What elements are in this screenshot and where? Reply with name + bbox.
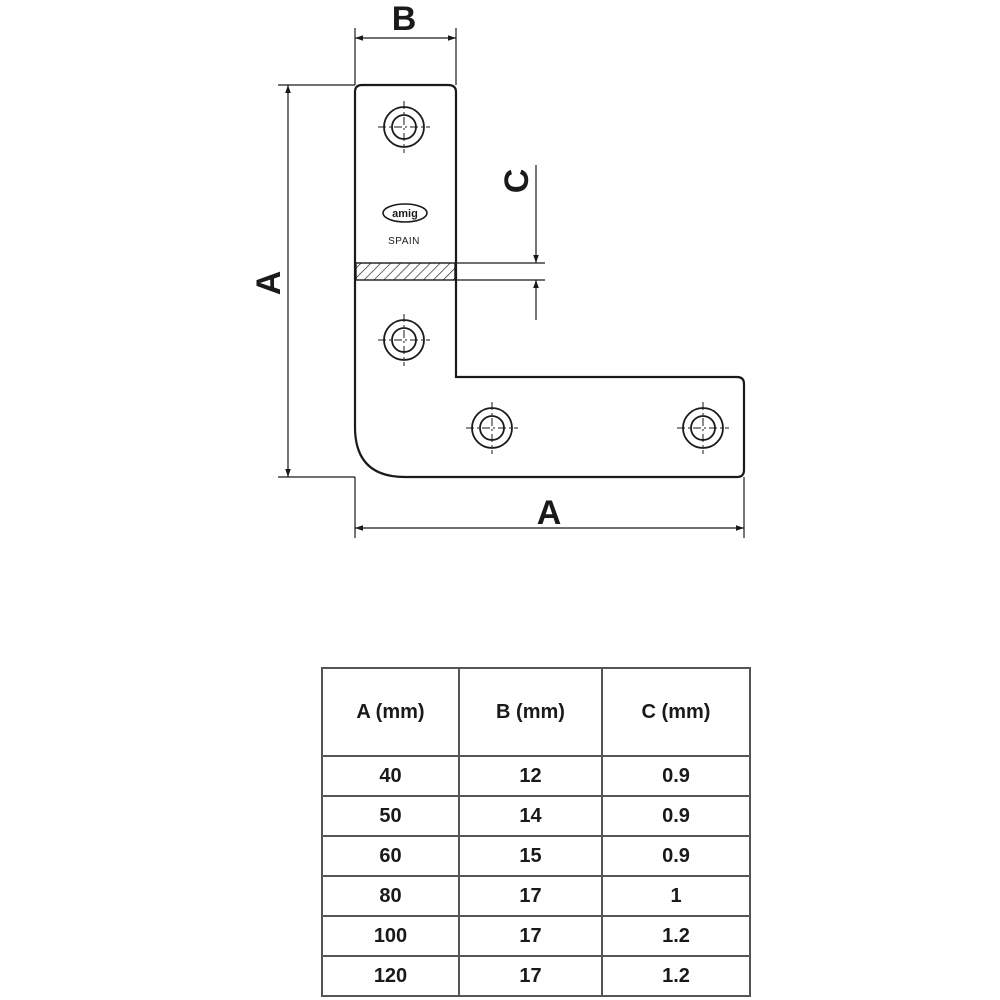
cell-c: 0.9 (601, 835, 751, 877)
screw-hole-icon (378, 101, 430, 153)
cell-a: 60 (321, 835, 460, 877)
table-row: 60 15 0.9 (321, 835, 751, 877)
table-header-row: A (mm) B (mm) C (mm) (321, 667, 751, 757)
cell-a: 50 (321, 795, 460, 837)
header-b: B (mm) (458, 667, 603, 757)
cell-c: 0.9 (601, 795, 751, 837)
cell-b: 15 (458, 835, 603, 877)
header-a: A (mm) (321, 667, 460, 757)
table-row: 100 17 1.2 (321, 915, 751, 957)
cell-b: 17 (458, 955, 603, 997)
dimension-b: B (354, 0, 457, 85)
cell-b: 17 (458, 915, 603, 957)
cell-c: 1 (601, 875, 751, 917)
cell-c: 1.2 (601, 915, 751, 957)
dimension-a-horizontal: A (354, 477, 745, 538)
cell-a: 40 (321, 755, 460, 797)
screw-hole-icon (378, 314, 430, 366)
dimension-c: C (456, 165, 545, 320)
dimension-label-a-bottom: A (537, 494, 562, 532)
cell-b: 12 (458, 755, 603, 797)
cell-c: 0.9 (601, 755, 751, 797)
cell-b: 14 (458, 795, 603, 837)
dimension-label-b: B (392, 0, 417, 38)
cell-a: 120 (321, 955, 460, 997)
bracket-drawing: amig SPAIN B A A C (250, 0, 746, 538)
cell-a: 80 (321, 875, 460, 917)
screw-hole-icon (677, 402, 729, 454)
table-row: 50 14 0.9 (321, 795, 751, 837)
cell-c: 1.2 (601, 955, 751, 997)
dimension-label-a-left: A (250, 271, 288, 296)
bracket-outline (353, 83, 746, 479)
logo-text: amig (392, 208, 418, 220)
table-row: 40 12 0.9 (321, 755, 751, 797)
table-row: 80 17 1 (321, 875, 751, 917)
dimensions-table: A (mm) B (mm) C (mm) 40 12 0.9 50 14 0.9… (321, 667, 751, 997)
dimension-label-c: C (498, 169, 536, 194)
dimension-a-vertical: A (250, 84, 355, 478)
cell-b: 17 (458, 875, 603, 917)
amig-logo-icon: amig (382, 203, 428, 223)
section-hatch-icon (355, 262, 456, 281)
origin-label: SPAIN (388, 236, 420, 247)
cell-a: 100 (321, 915, 460, 957)
header-c: C (mm) (601, 667, 751, 757)
table-row: 120 17 1.2 (321, 955, 751, 997)
screw-hole-icon (466, 402, 518, 454)
